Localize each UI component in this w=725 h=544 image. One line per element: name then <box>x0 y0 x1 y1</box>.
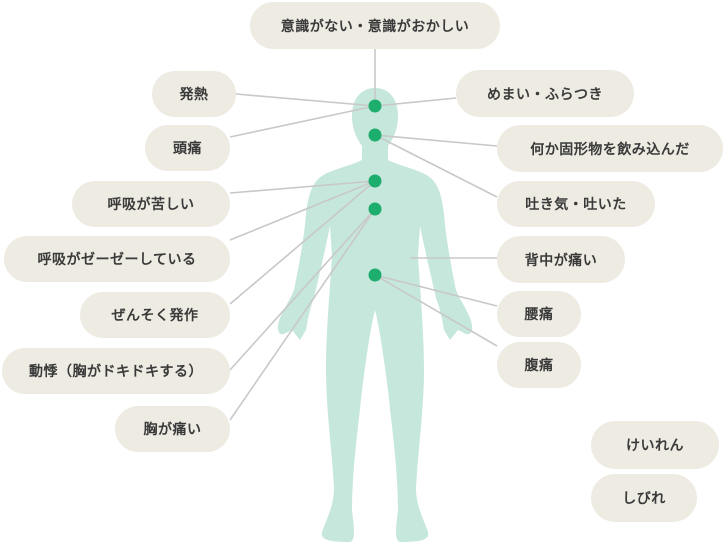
dot-throat <box>368 128 382 142</box>
label-back-pain[interactable]: 背中が痛い <box>497 236 625 283</box>
label-fever[interactable]: 発熱 <box>152 71 236 117</box>
line-stomach <box>374 274 498 347</box>
line-wheezing <box>229 180 376 241</box>
line-lower-back <box>374 274 498 307</box>
label-stomach-pain[interactable]: 腹痛 <box>497 342 581 388</box>
line-fever <box>235 93 376 107</box>
label-wheezing[interactable]: 呼吸がゼーゼーしている <box>4 236 230 282</box>
label-numbness[interactable]: しびれ <box>591 474 697 522</box>
label-palpitation[interactable]: 動悸（胸がドキドキする） <box>2 348 230 394</box>
connector-lines <box>229 49 498 421</box>
label-dizziness[interactable]: めまい・ふらつき <box>456 70 634 117</box>
label-chest-pain[interactable]: 胸が痛い <box>115 406 230 452</box>
body-points <box>368 99 382 282</box>
line-asthma <box>229 180 376 305</box>
line-chest-pain <box>229 208 376 421</box>
line-dizziness <box>374 97 457 107</box>
label-breathing-difficulty[interactable]: 呼吸が苦しい <box>72 181 230 227</box>
line-palpitation <box>229 208 376 371</box>
line-breathing <box>229 180 376 194</box>
label-lower-back-pain[interactable]: 腰痛 <box>497 291 581 337</box>
dot-chest-lower <box>368 202 382 216</box>
label-asthma-attack[interactable]: ぜんそく発作 <box>80 292 230 338</box>
label-unconscious[interactable]: 意識がない・意識がおかしい <box>250 2 500 49</box>
dot-chest-upper <box>368 174 382 188</box>
dot-head <box>368 99 382 113</box>
dot-abdomen <box>368 268 382 282</box>
label-headache[interactable]: 頭痛 <box>145 125 230 171</box>
label-nausea[interactable]: 吐き気・吐いた <box>497 181 655 227</box>
label-swallowed-object[interactable]: 何か固形物を飲み込んだ <box>497 125 723 172</box>
line-swallowed <box>374 134 498 147</box>
label-convulsion[interactable]: けいれん <box>591 421 719 469</box>
line-nausea <box>374 134 498 198</box>
line-headache <box>229 105 376 138</box>
